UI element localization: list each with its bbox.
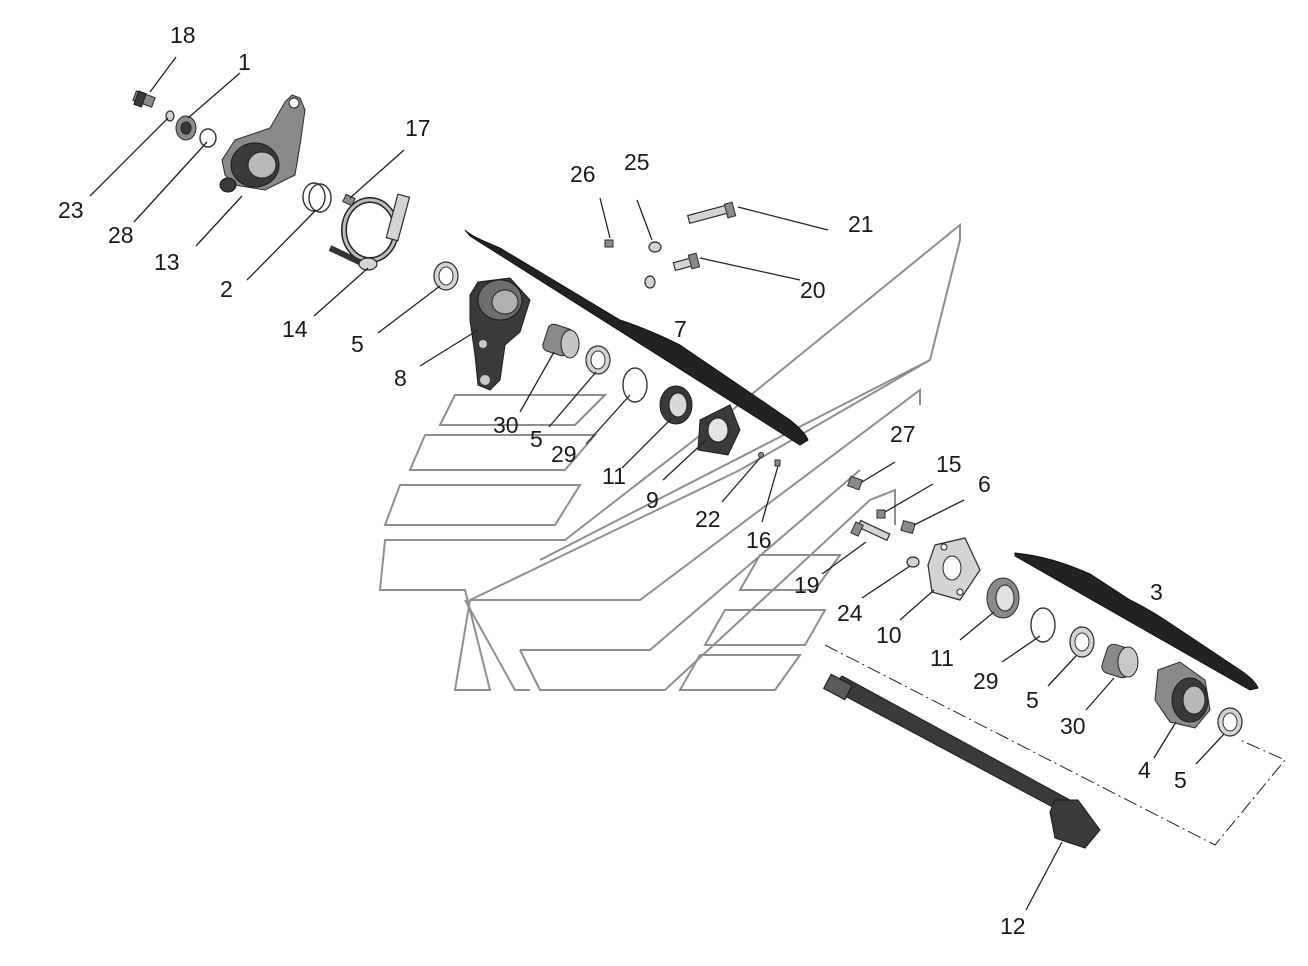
part-18-bolt: [132, 90, 156, 108]
part-5-bushing-b: [585, 345, 611, 375]
callout-27: 27: [890, 421, 916, 447]
callout-28: 28: [108, 222, 134, 248]
callout-30a: 30: [493, 412, 519, 438]
callout-7: 7: [674, 316, 687, 342]
callout-25: 25: [624, 149, 650, 175]
part-29-oring-a: [622, 367, 648, 403]
part-21-bolt: [686, 201, 737, 225]
callout-22: 22: [695, 506, 721, 532]
callout-8: 8: [394, 365, 407, 391]
part-25-washer-b: [644, 275, 656, 289]
part-11-seal-a: [659, 385, 693, 425]
part-26-nut: [604, 239, 614, 248]
part-22-pin: [758, 452, 764, 458]
callout-labels: 18 1 17 26 25 21 23 28 13 2 20 14 7 5 8 …: [58, 22, 1187, 939]
callout-5b: 5: [530, 426, 543, 452]
part-17-bolt: [342, 193, 356, 207]
callout-3: 3: [1150, 579, 1163, 605]
part-20-bolt: [672, 252, 701, 272]
callout-16: 16: [746, 527, 772, 553]
part-13-slack-adjuster: [219, 94, 306, 193]
callout-23: 23: [58, 197, 84, 223]
callout-5a: 5: [351, 331, 364, 357]
callout-5d: 5: [1174, 767, 1187, 793]
leader-lines: [89, 56, 1225, 911]
group-bracket-3: [1014, 552, 1259, 691]
part-5-bushing-a: [433, 261, 459, 291]
callout-17: 17: [405, 115, 431, 141]
part-5-bushing-c: [1069, 626, 1095, 658]
part-5-bushing-d: [1217, 707, 1243, 737]
callout-11b: 11: [930, 645, 954, 671]
callout-6: 6: [978, 471, 991, 497]
callout-29a: 29: [551, 441, 577, 467]
axis-centerline: [824, 644, 1286, 846]
part-19-bolt: [850, 519, 891, 542]
part-1-nut: [175, 115, 197, 141]
callout-4: 4: [1138, 757, 1151, 783]
callout-12: 12: [1000, 913, 1026, 939]
group-bracket-7: [464, 229, 809, 446]
part-29-oring-b: [1030, 607, 1056, 643]
part-24-washer: [906, 556, 920, 568]
part-28-ring: [199, 128, 217, 148]
callout-20: 20: [800, 277, 826, 303]
part-2-snap-rings: [302, 182, 332, 213]
part-4-bracket: [1154, 661, 1211, 729]
callout-5c: 5: [1026, 687, 1039, 713]
callout-14: 14: [282, 316, 308, 342]
part-16-pin: [774, 459, 781, 467]
callout-2: 2: [220, 276, 233, 302]
part-14-clamp: [328, 193, 411, 271]
part-30-bushing-b: [1101, 643, 1139, 679]
part-8-bracket: [469, 277, 531, 391]
chassis-ghost-outline: [378, 222, 961, 691]
part-30-bushing-a: [542, 323, 580, 359]
callout-11a: 11: [602, 463, 626, 489]
callout-21: 21: [848, 211, 874, 237]
callout-13: 13: [154, 249, 180, 275]
callout-30b: 30: [1060, 713, 1086, 739]
part-15-nut: [876, 509, 886, 519]
callout-15: 15: [936, 451, 962, 477]
part-9-flange: [697, 404, 741, 456]
callout-9: 9: [646, 487, 659, 513]
callout-1: 1: [238, 49, 251, 75]
part-11-seal-b: [986, 577, 1020, 619]
callout-19: 19: [794, 572, 820, 598]
callout-10: 10: [876, 622, 902, 648]
part-6-plug: [900, 520, 916, 534]
callout-24: 24: [837, 600, 863, 626]
callout-26: 26: [570, 161, 596, 187]
part-27-fitting: [847, 475, 863, 491]
part-10-flange: [927, 537, 981, 601]
callout-18: 18: [170, 22, 196, 48]
callout-29b: 29: [973, 668, 999, 694]
part-12-camshaft: [822, 673, 1101, 849]
part-25-washer-a: [648, 241, 662, 253]
